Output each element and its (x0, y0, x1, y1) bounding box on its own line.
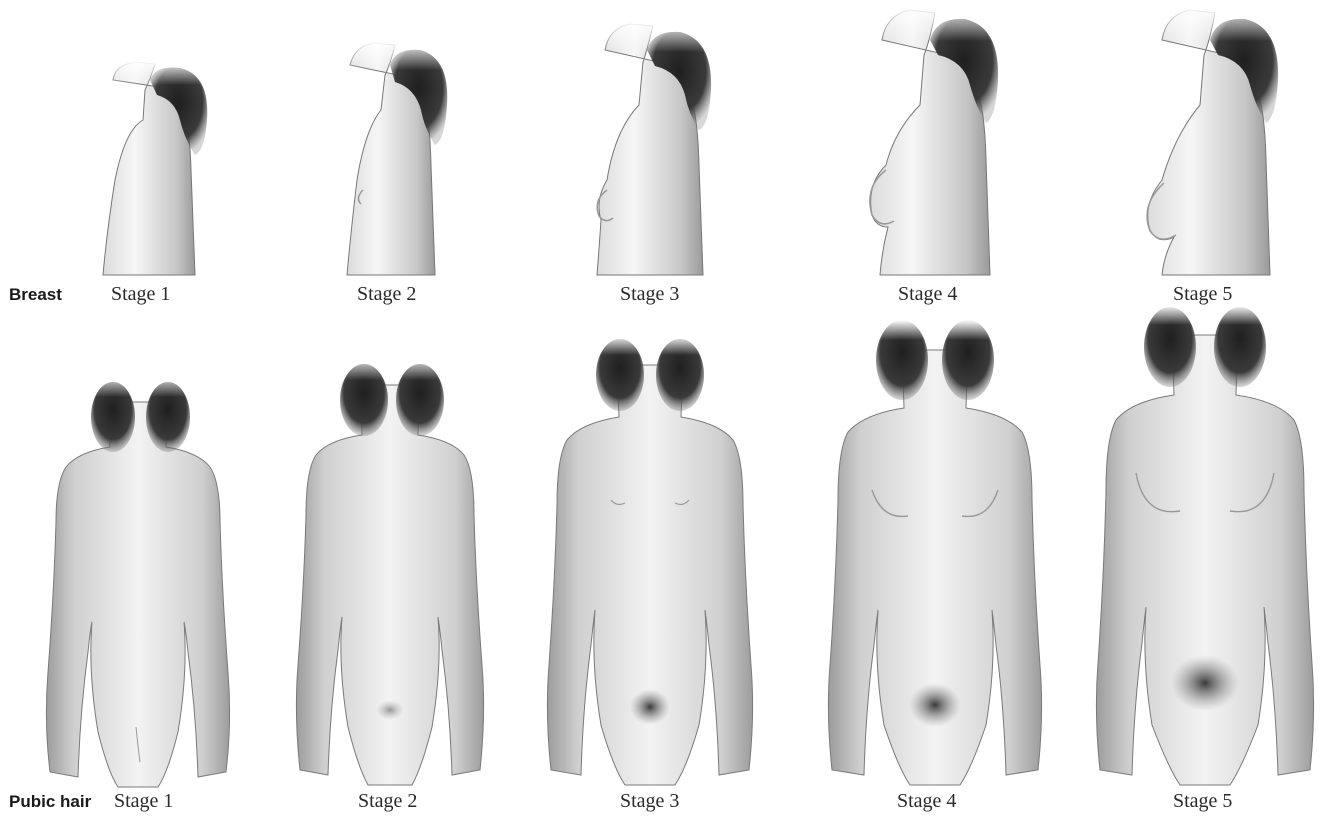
pubic-hair-stage-2-figure (270, 355, 510, 785)
breast-stage-2-label: Stage 2 (357, 283, 416, 306)
breast-row-label: Breast (9, 285, 62, 305)
pubic-hair-stage-4-figure (810, 320, 1060, 785)
pubic-hair-stage-2-label: Stage 2 (358, 790, 417, 813)
breast-stage-3-label: Stage 3 (620, 283, 679, 306)
breast-stage-3-figure (585, 20, 725, 275)
breast-stage-4-label: Stage 4 (898, 283, 957, 306)
breast-stage-1-figure (95, 60, 225, 275)
pubic-hair-stage-1-figure (18, 372, 258, 787)
breast-stage-5-figure (1140, 5, 1290, 275)
breast-stage-2-figure (335, 40, 455, 275)
breast-stage-1-label: Stage 1 (111, 283, 170, 306)
pubic-hair-stage-4-label: Stage 4 (897, 790, 956, 813)
pubic-hair-stage-5-label: Stage 5 (1173, 790, 1232, 813)
pubic-hair-stage-3-label: Stage 3 (620, 790, 679, 813)
breast-stage-5-label: Stage 5 (1173, 283, 1232, 306)
breast-stage-4-figure (860, 5, 1010, 275)
pubic-hair-row-label: Pubic hair (9, 792, 91, 812)
pubic-hair-stage-5-figure (1080, 305, 1330, 785)
pubic-hair-stage-1-label: Stage 1 (114, 790, 173, 813)
pubic-hair-stage-3-figure (525, 335, 775, 785)
